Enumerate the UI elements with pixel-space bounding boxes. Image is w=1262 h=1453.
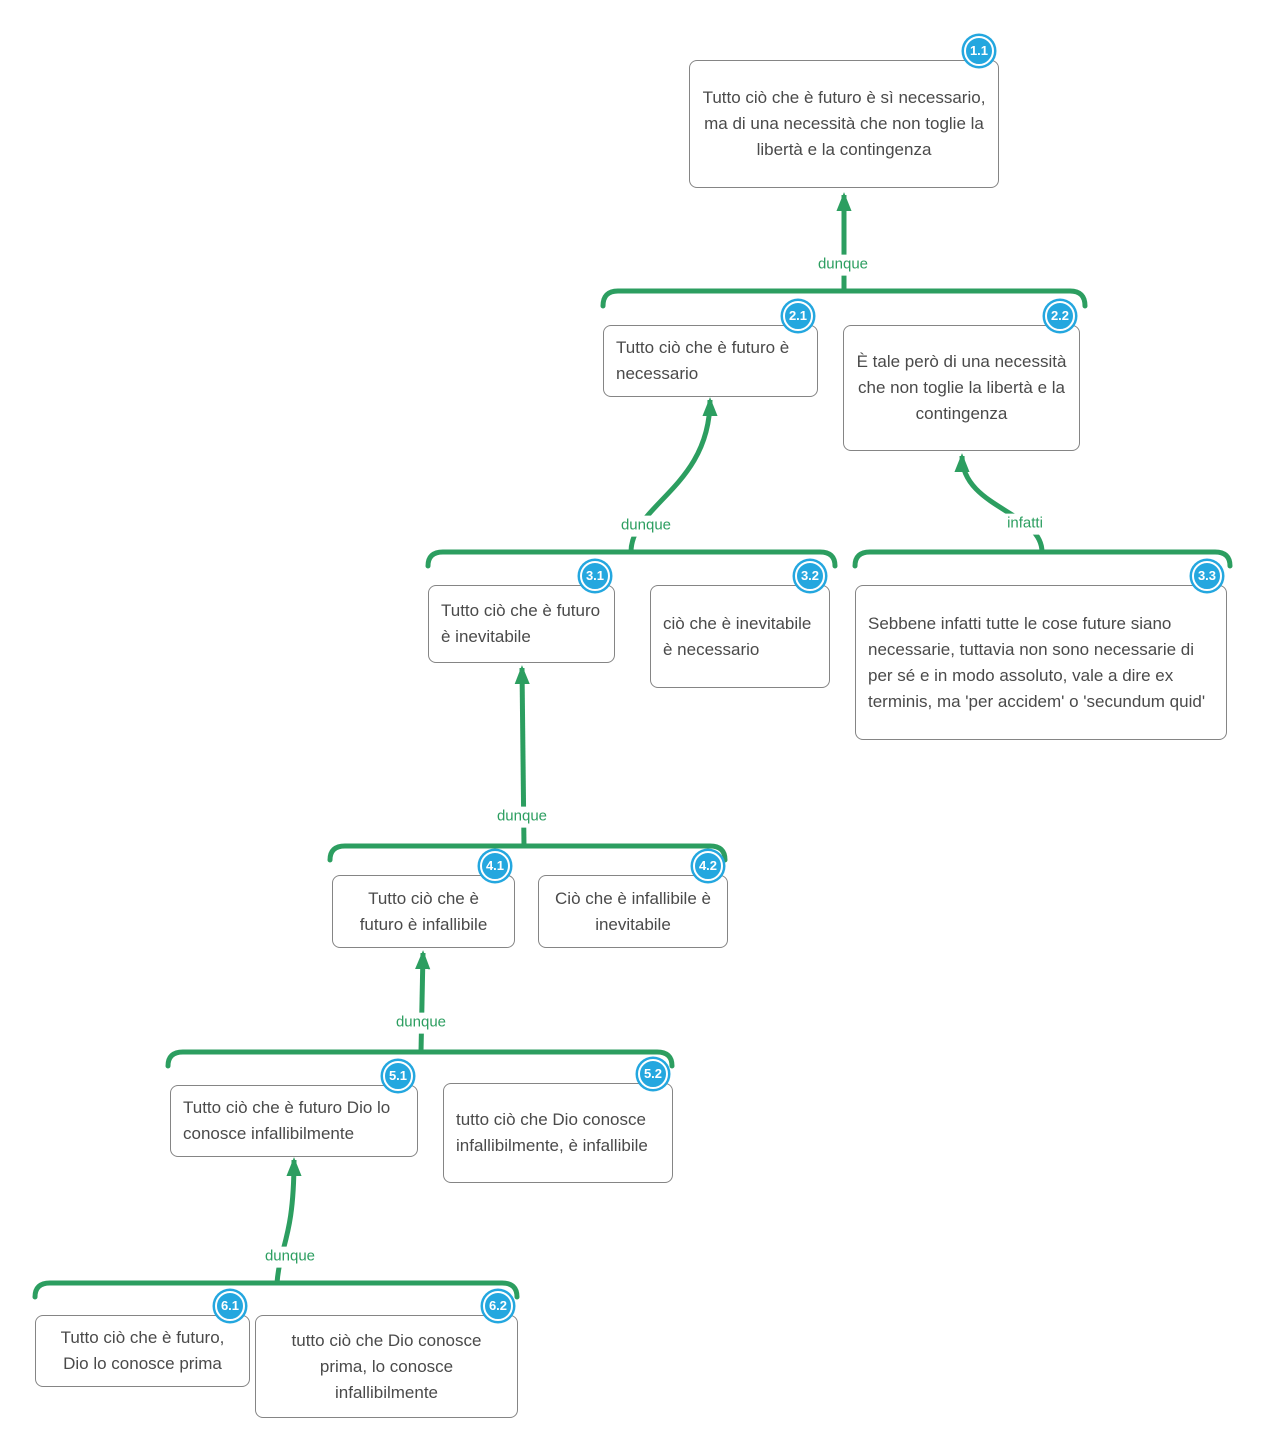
node-badge: 1.1 (964, 36, 994, 66)
node-text: È tale però di una necessità che non tog… (856, 352, 1067, 423)
bracket-level6 (32, 1280, 520, 1300)
bracket-level4 (327, 843, 728, 863)
edge-label-infatti: infatti (1003, 513, 1047, 535)
node-5-2[interactable]: 5.2 tutto ciò che Dio conosce infallibil… (443, 1059, 673, 1183)
bracket-level3b (852, 549, 1233, 569)
node-badge: 4.1 (480, 851, 510, 881)
node-6-2[interactable]: 6.2 tutto ciò che Dio conosce prima, lo … (255, 1291, 518, 1418)
node-badge: 3.3 (1192, 561, 1222, 591)
node-badge: 5.1 (383, 1061, 413, 1091)
node-text: Tutto ciò che è futuro è necessario (616, 338, 790, 383)
node-text: Tutto ciò che è futuro è sì necessario, … (702, 88, 986, 159)
node-3-3[interactable]: 3.3 Sebbene infatti tutte le cose future… (855, 561, 1227, 740)
edge-label-dunque-4: dunque (391, 1012, 451, 1034)
edge-label-dunque-1: dunque (813, 254, 873, 276)
node-badge: 3.1 (580, 561, 610, 591)
node-text: Tutto ciò che è futuro è inevitabile (441, 601, 601, 646)
node-badge: 3.2 (795, 561, 825, 591)
node-1-1[interactable]: 1.1 Tutto ciò che è futuro è sì necessar… (689, 36, 999, 188)
arrow-to-4-1 (415, 950, 431, 1053)
bracket-level2 (600, 288, 1088, 309)
node-3-1[interactable]: 3.1 Tutto ciò che è futuro è inevitabile (428, 561, 615, 663)
node-5-1[interactable]: 5.1 Tutto ciò che è futuro Dio lo conosc… (170, 1061, 418, 1157)
node-text: tutto ciò che Dio conosce prima, lo cono… (291, 1330, 482, 1402)
edge-label-dunque-3: dunque (492, 806, 552, 828)
node-badge: 4.2 (693, 851, 723, 881)
node-3-2[interactable]: 3.2 ciò che è inevitabile è necessario (650, 561, 830, 688)
node-2-2[interactable]: 2.2 È tale però di una necessità che non… (843, 301, 1080, 451)
edge-label-dunque-2: dunque (616, 515, 676, 537)
node-6-1[interactable]: 6.1 Tutto ciò che è futuro, Dio lo conos… (35, 1291, 250, 1387)
node-text: ciò che è inevitabile è necessario (663, 613, 812, 659)
node-badge: 6.2 (483, 1291, 513, 1321)
node-4-2[interactable]: 4.2 Ciò che è infallibile è inevitabile (538, 851, 728, 948)
arrow-to-5-1 (274, 1157, 302, 1284)
node-badge: 5.2 (638, 1059, 668, 1089)
node-badge: 2.2 (1045, 301, 1075, 331)
node-text: tutto ciò che Dio conosce infallibilment… (456, 1110, 648, 1155)
node-badge: 2.1 (783, 301, 813, 331)
node-text: Ciò che è infallibile è inevitabile (555, 888, 711, 934)
node-text: Tutto ciò che è futuro è infallibile (359, 888, 488, 934)
bracket-level5 (165, 1049, 675, 1069)
node-text: Tutto ciò che è futuro, Dio lo conosce p… (60, 1328, 225, 1373)
node-badge: 6.1 (215, 1291, 245, 1321)
edge-label-dunque-5: dunque (260, 1246, 320, 1268)
node-2-1[interactable]: 2.1 Tutto ciò che è futuro è necessario (603, 301, 818, 397)
node-text: Tutto ciò che è futuro Dio lo conosce in… (183, 1098, 391, 1143)
node-4-1[interactable]: 4.1 Tutto ciò che è futuro è infallibile (332, 851, 515, 948)
arrow-to-2-2 (954, 453, 1045, 553)
bracket-level3a (425, 549, 838, 569)
node-text: Sebbene infatti tutte le cose future sia… (868, 613, 1206, 711)
